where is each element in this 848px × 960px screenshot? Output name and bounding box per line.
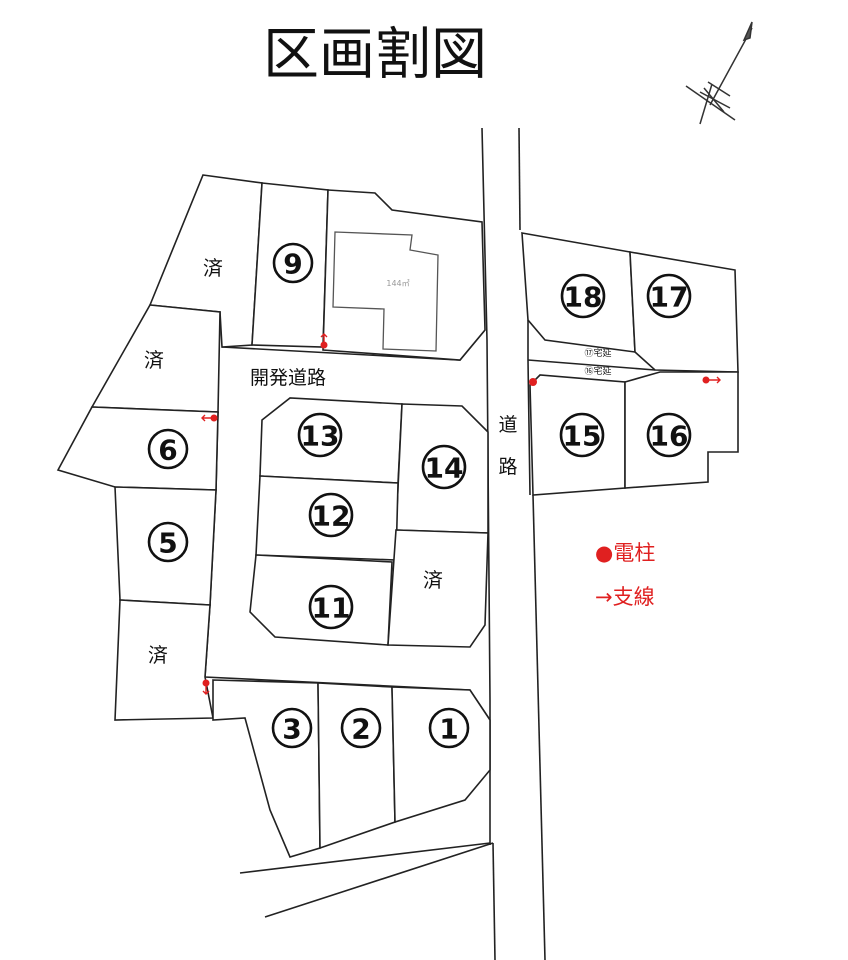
svg-text:2: 2 [351, 713, 370, 746]
north-arrow-icon [685, 21, 753, 125]
road-label-1: 道 [498, 414, 517, 436]
lot-number-9: 9 [272, 242, 314, 284]
lot-6[interactable] [56, 406, 219, 491]
utility-pole-icon [202, 679, 210, 695]
utility-pole-icon [702, 376, 721, 384]
lot-number-14: 14 [421, 444, 467, 490]
lot-sold-bottom-left[interactable] [114, 599, 214, 721]
utility-pole-icon [201, 414, 218, 422]
lot-sold-center[interactable] [387, 529, 489, 648]
svg-text:18: 18 [564, 281, 603, 314]
driveway-17-edge [527, 359, 656, 371]
lot-3[interactable] [212, 679, 321, 858]
lot-number-17: 17 [646, 273, 692, 319]
lot-number-5: 5 [147, 521, 189, 563]
svg-text:15: 15 [563, 420, 602, 453]
lot-number-13: 13 [297, 412, 343, 458]
lot-number-2: 2 [340, 707, 382, 749]
lot-number-15: 15 [559, 412, 605, 458]
svg-text:14: 14 [425, 452, 464, 485]
svg-text:6: 6 [158, 434, 177, 467]
building-area-label: 144㎡ [386, 279, 409, 288]
lot-number-11: 11 [308, 584, 354, 630]
svg-text:13: 13 [301, 420, 340, 453]
svg-text:3: 3 [282, 713, 301, 746]
svg-text:1: 1 [439, 713, 458, 746]
right-block-edge [527, 320, 531, 496]
svg-text:5: 5 [158, 527, 177, 560]
svg-text:11: 11 [312, 592, 351, 625]
sold-label: 済 [203, 256, 223, 280]
development-road-label: 開発道路 [250, 367, 326, 389]
sold-label: 済 [148, 643, 168, 667]
road-label-2: 路 [498, 456, 517, 478]
svg-text:12: 12 [312, 500, 351, 533]
svg-text:9: 9 [283, 248, 302, 281]
lot-number-18: 18 [560, 273, 606, 319]
lot-1[interactable] [391, 686, 491, 824]
lot-number-1: 1 [428, 707, 470, 749]
utility-pole-icon [529, 378, 537, 386]
lot-2[interactable] [317, 682, 396, 850]
diagram-title: 区画割図 [263, 23, 487, 88]
existing-building [332, 231, 439, 352]
lot-number-6: 6 [147, 428, 189, 470]
lot-number-12: 12 [308, 492, 354, 538]
svg-text:16: 16 [650, 420, 689, 453]
utility-pole-icon [320, 333, 328, 349]
lot-number-3: 3 [271, 707, 313, 749]
svg-text:17: 17 [650, 281, 689, 314]
lot-number-16: 16 [646, 412, 692, 458]
sold-label: 済 [144, 348, 164, 372]
driveway-16-label: ⑯宅延 [584, 365, 611, 377]
legend-guy-wire: →支線 [595, 585, 655, 609]
sold-label: 済 [423, 568, 443, 592]
driveway-17-label: ⑰宅延 [584, 347, 611, 359]
legend-utility-pole: ●電柱 [595, 541, 655, 565]
